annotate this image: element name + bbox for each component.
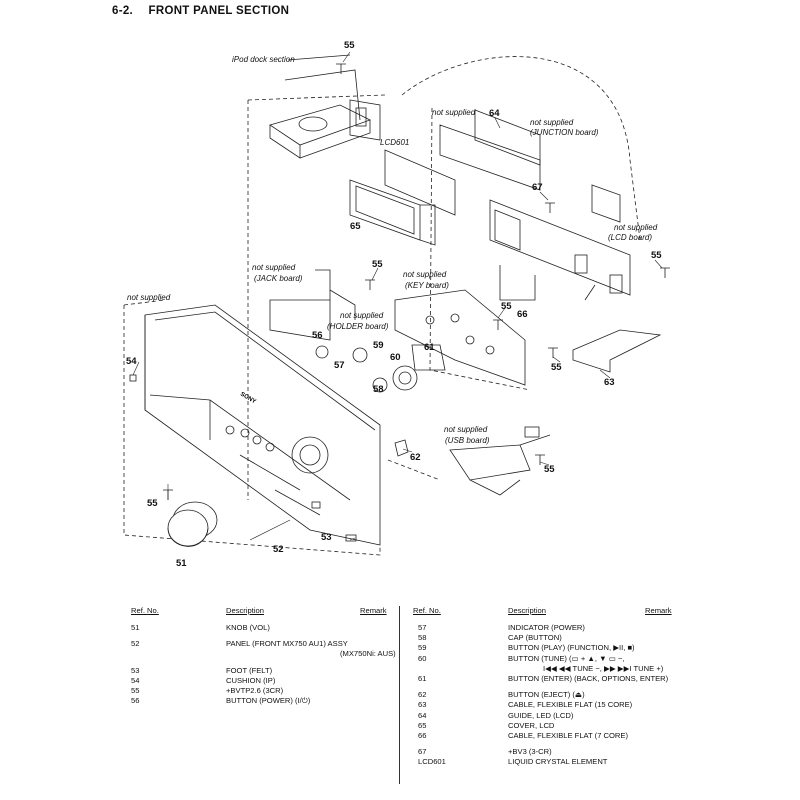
cushion-ip: [129, 374, 137, 382]
lcd-layer-64: [474, 109, 541, 166]
part-number-58: 58: [373, 384, 384, 395]
callout-not-supplied-jack: not supplied: [252, 263, 296, 272]
part-number-67: 67: [532, 182, 543, 193]
part-number-55: 55: [551, 362, 562, 373]
callout-usb-board: (USB board): [445, 436, 490, 445]
callout-not-supplied-guide: not supplied: [432, 108, 476, 117]
callout-jack-board: (JACK board): [254, 274, 303, 283]
part-number-55: 55: [344, 40, 355, 51]
header-description: Description: [508, 606, 546, 615]
part-number-64: 64: [489, 108, 500, 119]
callout-not-supplied-panel: not supplied: [127, 293, 171, 302]
volume-knob: [167, 501, 218, 547]
leader-lines: [132, 51, 663, 541]
key-board: [394, 289, 526, 386]
key-board-dashed: [429, 107, 531, 391]
ipod-section-boundary: [247, 94, 386, 500]
part-number-65: 65: [350, 221, 361, 232]
part-number-59: 59: [373, 340, 384, 351]
part-number-55: 55: [544, 464, 555, 475]
part-number-54: 54: [126, 356, 137, 367]
callout-not-supplied-junction: not supplied: [530, 118, 574, 127]
header-ref: Ref. No.: [413, 606, 441, 615]
part-number-56: 56: [312, 330, 323, 341]
part-number-51: 51: [176, 558, 187, 569]
lcd-cover: [349, 179, 436, 246]
callout-holder-board: (HOLDER board): [327, 322, 389, 331]
part-number-55: 55: [501, 301, 512, 312]
section-number: 6-2.: [112, 5, 134, 17]
usb-board: [449, 426, 551, 496]
lcd-board: [489, 199, 631, 301]
ipod-dock-assembly: [269, 54, 381, 159]
header-remark: Remark: [645, 606, 672, 615]
part-number-57: 57: [334, 360, 345, 371]
header-description: Description: [226, 606, 264, 615]
jack-board: [269, 269, 356, 341]
callout-not-supplied-holder: not supplied: [340, 311, 384, 320]
junction-board: [591, 184, 621, 223]
lcd-element: [384, 149, 456, 216]
part-number-55: 55: [372, 259, 383, 270]
flat-cable-63: [572, 329, 662, 373]
table-row: 55+BVTP2.6 (3CR): [131, 685, 284, 695]
callout-key-board: (KEY board): [405, 281, 449, 290]
table-row: I◀◀ ◀◀ TUNE −, ▶▶ ▶▶I TUNE +): [543, 663, 664, 673]
table-row: (MX750Ni: AUS): [340, 649, 396, 659]
table-header: Ref. No. Description Remark: [131, 606, 393, 617]
part-number-53: 53: [321, 532, 332, 543]
panel-boundary-dashed: [123, 299, 381, 556]
callout-not-supplied-usb: not supplied: [444, 425, 488, 434]
part-number-66: 66: [517, 309, 528, 320]
part-number-63: 63: [604, 377, 615, 388]
part-number-52: 52: [273, 544, 284, 555]
callout-not-supplied-lcd: not supplied: [614, 223, 658, 232]
eject-button: [394, 439, 409, 457]
front-panel: [144, 304, 381, 546]
section-title: FRONT PANEL SECTION: [148, 5, 290, 17]
lcd-junction-wire: [401, 56, 641, 241]
callout-junction-board: (JUNCTION board): [530, 128, 599, 137]
foot-felt: [345, 534, 357, 542]
part-number-61: 61: [424, 342, 435, 353]
table-divider: [399, 606, 400, 784]
header-remark: Remark: [360, 606, 387, 615]
page-title: 6-2. FRONT PANEL SECTION: [112, 5, 289, 17]
part-number-60: 60: [390, 352, 401, 363]
callout-lcd-board: (LCD board): [608, 233, 652, 242]
flat-cable-66: [499, 265, 536, 301]
part-number-55: 55: [651, 250, 662, 261]
callout-ipod-dock: iPod dock section: [232, 55, 295, 64]
led-guide: [439, 124, 541, 191]
usb-boundary: [387, 459, 441, 481]
table-row: 67+BV3 (3-CR): [418, 747, 552, 757]
callout-lcd601: LCD601: [380, 138, 409, 147]
callout-not-supplied-key: not supplied: [403, 270, 447, 279]
part-number-55: 55: [147, 498, 158, 509]
button-parts-cluster: [315, 344, 446, 393]
header-ref: Ref. No.: [131, 606, 159, 615]
part-number-62: 62: [410, 452, 421, 463]
table-header: Ref. No. Description Remark: [413, 606, 673, 617]
